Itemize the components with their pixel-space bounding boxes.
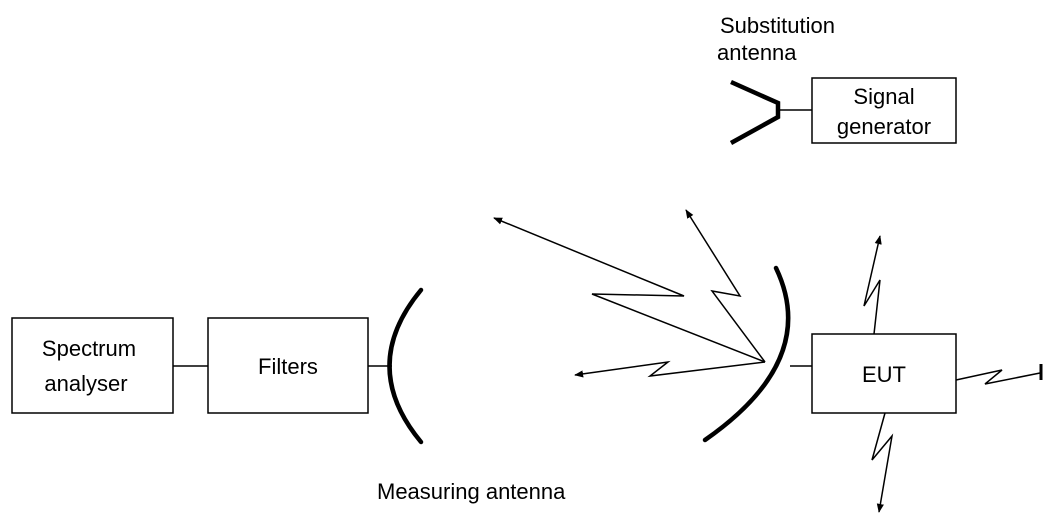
signal-generator-box: [811, 77, 957, 144]
spectrum-analyser-box: [11, 317, 174, 414]
radiation-ray-upper-left: [493, 217, 766, 363]
spectrum-analyser-label-line2: analyser: [44, 371, 127, 396]
eut-label: EUT: [862, 362, 906, 387]
substitution-antenna-label-line2: antenna: [717, 40, 797, 65]
substitution-antenna-label-line1: Substitution: [720, 13, 835, 38]
eut-emission-right: [955, 369, 1041, 385]
measuring-antenna-reflector: [387, 287, 424, 445]
radiation-ray-upper: [685, 209, 766, 363]
signal-generator-label-line2: generator: [837, 114, 931, 139]
substitution-antenna-icon: [729, 79, 781, 145]
eut-box: [811, 333, 957, 414]
eut-side-antenna-reflector: [702, 265, 791, 443]
filters-label: Filters: [258, 354, 318, 379]
eut-emission-bottom: [871, 412, 894, 513]
measuring-antenna-label: Measuring antenna: [377, 479, 566, 504]
eut-emission-top: [863, 235, 882, 335]
signal-generator-label-line1: Signal: [853, 84, 914, 109]
spectrum-analyser-label-line1: Spectrum: [42, 336, 136, 361]
radiation-ray-left: [574, 360, 766, 378]
filters-box: [207, 317, 369, 414]
